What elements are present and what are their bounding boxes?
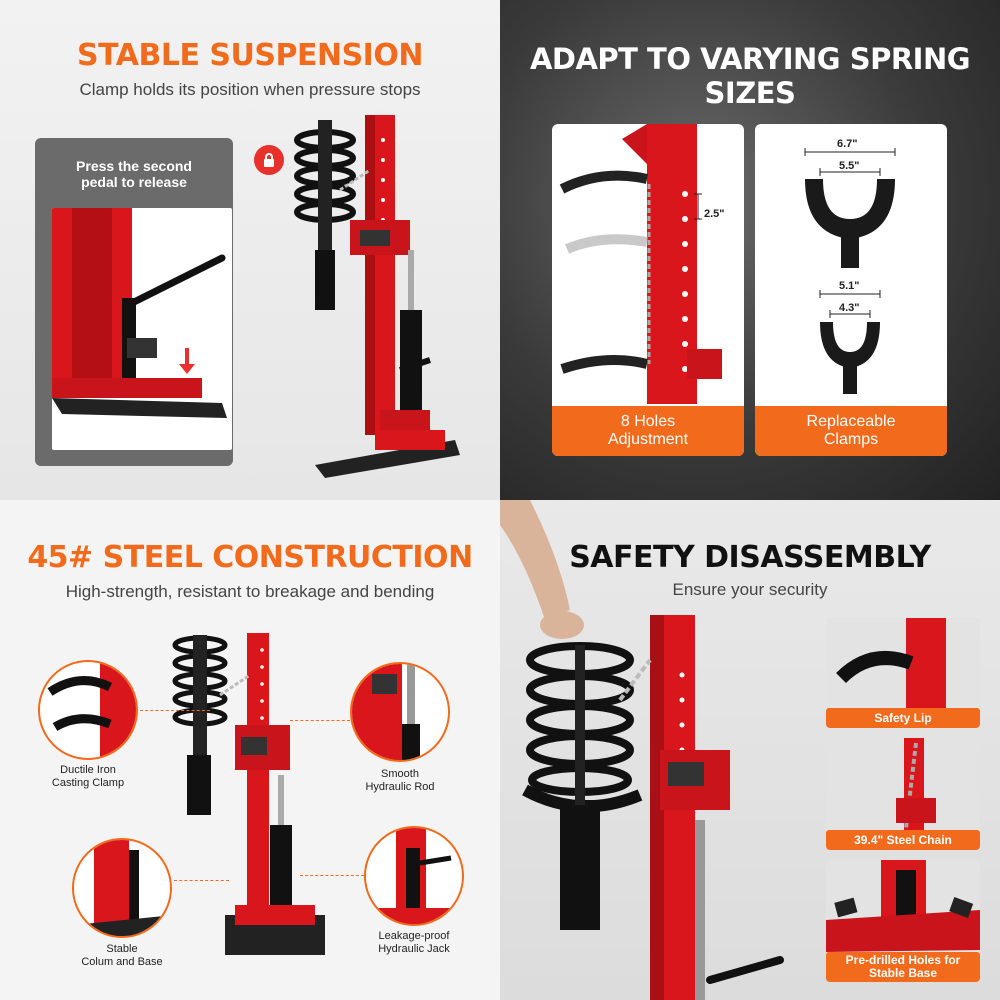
safety-lip-card: Safety Lip bbox=[826, 618, 980, 728]
card-label: Replaceable Clamps bbox=[755, 406, 947, 456]
compressor-center-illustration bbox=[172, 633, 325, 955]
rod-callout-line2: Hydraulic Rod bbox=[365, 781, 435, 793]
hole-spacing-label: 2.5" bbox=[704, 208, 725, 220]
jack-callout-line bbox=[300, 875, 364, 876]
panel-stable-suspension: STABLE SUSPENSION Clamp holds its positi… bbox=[0, 0, 500, 500]
clamp-callout-circle bbox=[38, 660, 138, 760]
base-callout-line2: Colum and Base bbox=[81, 956, 163, 968]
panel-subtitle: High-strength, resistant to breakage and… bbox=[65, 582, 435, 601]
panel-subtitle: Ensure your security bbox=[672, 580, 828, 599]
clamp-callout-line1: Ductile Iron bbox=[60, 764, 116, 776]
steel-chain-label: 39.4" Steel Chain bbox=[826, 830, 980, 850]
clamps-illustration bbox=[804, 148, 896, 394]
inset-caption: Press the second pedal to release bbox=[35, 158, 233, 190]
card-label: 8 Holes Adjustment bbox=[552, 406, 744, 456]
lock-icon bbox=[254, 145, 284, 175]
base-callout-circle bbox=[72, 838, 172, 938]
clamp-callout-line bbox=[140, 710, 210, 711]
base-holes-label-line2: Stable Base bbox=[868, 966, 938, 980]
panel-title: STABLE SUSPENSION bbox=[77, 38, 423, 73]
small-clamp-inner-dim: 4.3" bbox=[839, 302, 860, 314]
panel-title: SAFETY DISASSEMBLY bbox=[569, 540, 931, 575]
safety-lip-label: Safety Lip bbox=[826, 708, 980, 728]
panel-safety-disassembly: SAFETY DISASSEMBLY Ensure your security bbox=[500, 500, 1000, 1000]
large-clamp-outer-dim: 6.7" bbox=[837, 138, 858, 150]
base-callout-line bbox=[174, 880, 229, 881]
jack-callout-line2: Hydraulic Jack bbox=[378, 943, 450, 955]
panel-subtitle: Clamp holds its position when pressure s… bbox=[79, 80, 421, 99]
holes-adjustment-card: 2.5" 8 Holes Adjustment bbox=[552, 124, 744, 456]
jack-callout-label: Leakage-proof Hydraulic Jack bbox=[359, 930, 469, 956]
card-label-line1: 8 Holes bbox=[620, 413, 676, 430]
card-label-line1: Replaceable bbox=[806, 413, 896, 430]
hand-compressor-illustration bbox=[500, 500, 784, 1000]
jack-callout-line1: Leakage-proof bbox=[378, 930, 450, 942]
rod-callout-line bbox=[290, 720, 350, 721]
clamp-callout-label: Ductile Iron Casting Clamp bbox=[33, 764, 143, 790]
panel-steel-construction: 45# STEEL CONSTRUCTION High-strength, re… bbox=[0, 500, 500, 1000]
replaceable-clamps-card: 6.7" 5.5" 5.1" 4.3" Replaceable Clamps bbox=[755, 124, 947, 456]
base-callout-line1: Stable bbox=[106, 943, 138, 955]
pedal-illustration bbox=[52, 208, 227, 418]
jack-callout-circle bbox=[364, 826, 464, 926]
rod-callout-label: Smooth Hydraulic Rod bbox=[345, 768, 455, 794]
clamp-callout-line2: Casting Clamp bbox=[51, 777, 125, 789]
base-holes-label-line1: Pre-drilled Holes for bbox=[845, 953, 961, 967]
release-pedal-inset: Press the second pedal to release bbox=[35, 138, 233, 466]
small-clamp-outer-dim: 5.1" bbox=[839, 280, 860, 292]
panel-spring-sizes: ADAPT TO VARYING SPRING SIZES 2.5" 8 Hol… bbox=[500, 0, 1000, 500]
panel-title: 45# STEEL CONSTRUCTION bbox=[27, 540, 473, 575]
column-holes-illustration bbox=[559, 124, 722, 404]
base-holes-label: Pre-drilled Holes for Stable Base bbox=[826, 952, 980, 982]
spring-compressor-illustration bbox=[294, 115, 460, 478]
large-clamp-inner-dim: 5.5" bbox=[839, 160, 860, 172]
base-holes-card: Pre-drilled Holes for Stable Base bbox=[826, 860, 980, 982]
inset-caption-line1: Press the second bbox=[76, 158, 192, 174]
panel-title: ADAPT TO VARYING SPRING SIZES bbox=[529, 42, 971, 110]
steel-chain-card: 39.4" Steel Chain bbox=[826, 738, 980, 850]
rod-callout-circle bbox=[350, 662, 450, 762]
rod-callout-line1: Smooth bbox=[381, 768, 419, 780]
base-callout-label: Stable Colum and Base bbox=[67, 943, 177, 969]
card-label-line2: Adjustment bbox=[607, 431, 689, 448]
pedal-photo bbox=[52, 208, 232, 450]
card-label-line2: Clamps bbox=[823, 431, 879, 448]
inset-caption-line2: pedal to release bbox=[81, 174, 187, 190]
